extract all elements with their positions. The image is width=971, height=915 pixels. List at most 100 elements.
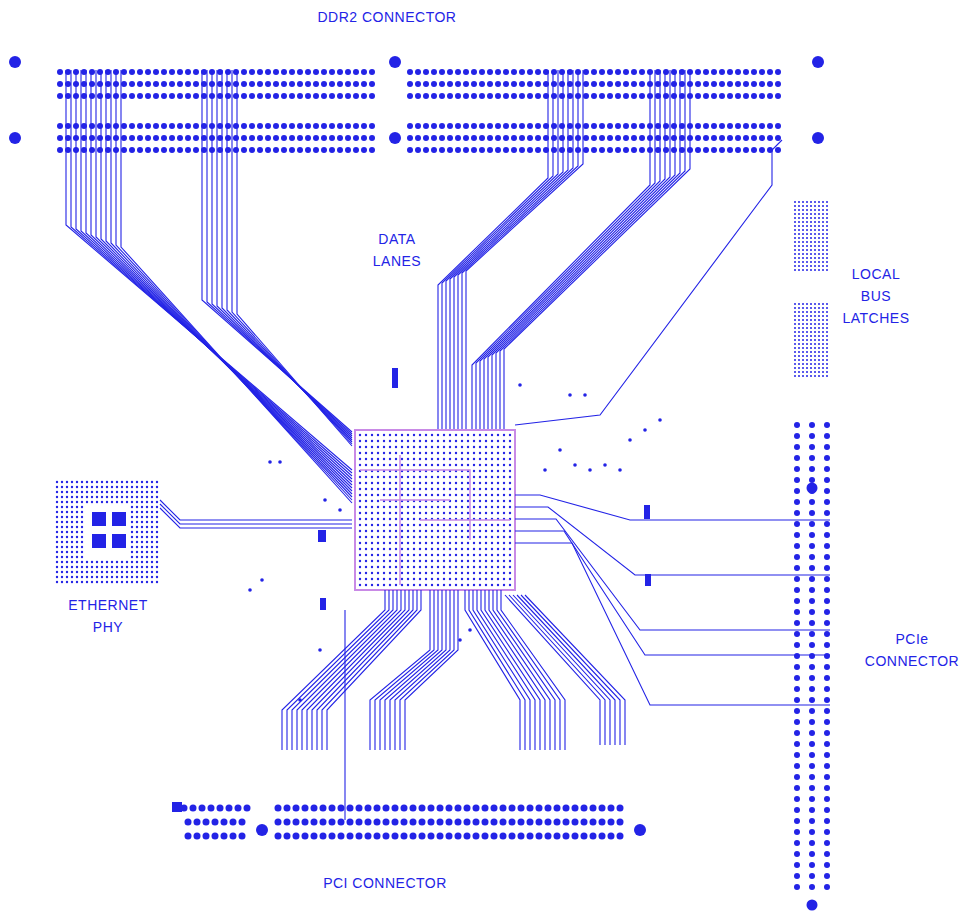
ball-pad: [455, 512, 457, 514]
ball-pad: [419, 434, 421, 436]
connector-pin: [794, 455, 800, 461]
connector-pin: [185, 69, 191, 75]
connector-pin: [809, 477, 815, 483]
ball-pad: [443, 446, 445, 448]
ball-pad: [425, 578, 427, 580]
chip-pad: [798, 217, 800, 219]
connector-pin: [719, 69, 725, 75]
connector-pin: [591, 147, 597, 153]
chip-outline: [355, 430, 515, 590]
ball-pad: [431, 464, 433, 466]
chip-pad: [806, 233, 808, 235]
trace: [121, 70, 352, 503]
chip-pad: [814, 201, 816, 203]
connector-pin: [751, 135, 757, 141]
ball-pad: [395, 578, 397, 580]
chip-pad: [822, 201, 824, 203]
ball-pad: [503, 506, 505, 508]
chip-pad: [802, 257, 804, 259]
chip-pad: [822, 269, 824, 271]
ball-pad: [473, 584, 475, 586]
connector-pin: [353, 81, 359, 87]
connector-pin: [559, 135, 565, 141]
connector-pin: [794, 620, 800, 626]
ball-pad: [479, 536, 481, 538]
chip-pad: [66, 526, 68, 528]
trace: [81, 70, 352, 479]
chip-pad: [794, 367, 796, 369]
ball-pad: [455, 578, 457, 580]
ball-pad: [473, 530, 475, 532]
trace: [202, 70, 352, 432]
chip-pad: [146, 561, 148, 563]
connector-pin: [794, 587, 800, 593]
connector-pin: [751, 93, 757, 99]
connector-pin: [527, 123, 533, 129]
connector-pin: [361, 135, 367, 141]
chip-pad: [56, 486, 58, 488]
chip-pad: [131, 561, 133, 563]
ball-pad: [401, 476, 403, 478]
connector-pin: [615, 69, 621, 75]
chip-pad: [141, 541, 143, 543]
chip-pad: [794, 269, 796, 271]
ball-pad: [455, 458, 457, 460]
ball-pad: [377, 488, 379, 490]
chip-pad: [794, 205, 796, 207]
connector-pin: [535, 147, 541, 153]
chip-pad: [794, 249, 796, 251]
chip-pad: [66, 511, 68, 513]
chip-pad: [66, 566, 68, 568]
connector-pin: [121, 81, 127, 87]
ball-pad: [443, 566, 445, 568]
chip-pad: [826, 221, 828, 223]
ball-pad: [365, 524, 367, 526]
connector-pin: [535, 81, 541, 87]
connector-pin: [169, 81, 175, 87]
chip-pad: [802, 335, 804, 337]
ball-pad: [473, 488, 475, 490]
connector-pin: [273, 135, 279, 141]
chip-pad: [826, 311, 828, 313]
connector-pin: [305, 69, 311, 75]
chip-pad: [106, 571, 108, 573]
connector-pin: [599, 81, 605, 87]
ball-pad: [383, 536, 385, 538]
mounting-hole: [9, 56, 21, 68]
ball-pad: [383, 554, 385, 556]
chip-pad: [818, 331, 820, 333]
connector-pin: [663, 135, 669, 141]
chip-pad: [822, 303, 824, 305]
connector-pin: [703, 123, 709, 129]
chip-pad: [121, 501, 123, 503]
connector-pin: [305, 123, 311, 129]
connector-pin: [794, 598, 800, 604]
ball-pad: [371, 548, 373, 550]
ball-pad: [365, 512, 367, 514]
chip-pad: [802, 225, 804, 227]
chip-pad: [131, 486, 133, 488]
chip-pad: [136, 551, 138, 553]
chip-pad: [146, 481, 148, 483]
ball-pad: [377, 500, 379, 502]
chip-pad: [814, 213, 816, 215]
chip-pad: [146, 516, 148, 518]
connector-pin: [479, 93, 485, 99]
chip-pad: [810, 303, 812, 305]
connector-pin: [415, 147, 421, 153]
connector-pin: [257, 147, 263, 153]
chip-pad: [81, 541, 83, 543]
chip-pad: [116, 491, 118, 493]
ball-pad: [467, 476, 469, 478]
connector-pin: [305, 135, 311, 141]
connector-pin: [727, 81, 733, 87]
chip-pad: [56, 521, 58, 523]
ball-pad: [443, 536, 445, 538]
ball-pad: [461, 446, 463, 448]
chip-pad: [56, 571, 58, 573]
connector-pin: [185, 147, 191, 153]
ball-pad: [485, 536, 487, 538]
chip-pad: [818, 221, 820, 223]
connector-pin: [559, 123, 565, 129]
connector-pin: [794, 829, 800, 835]
